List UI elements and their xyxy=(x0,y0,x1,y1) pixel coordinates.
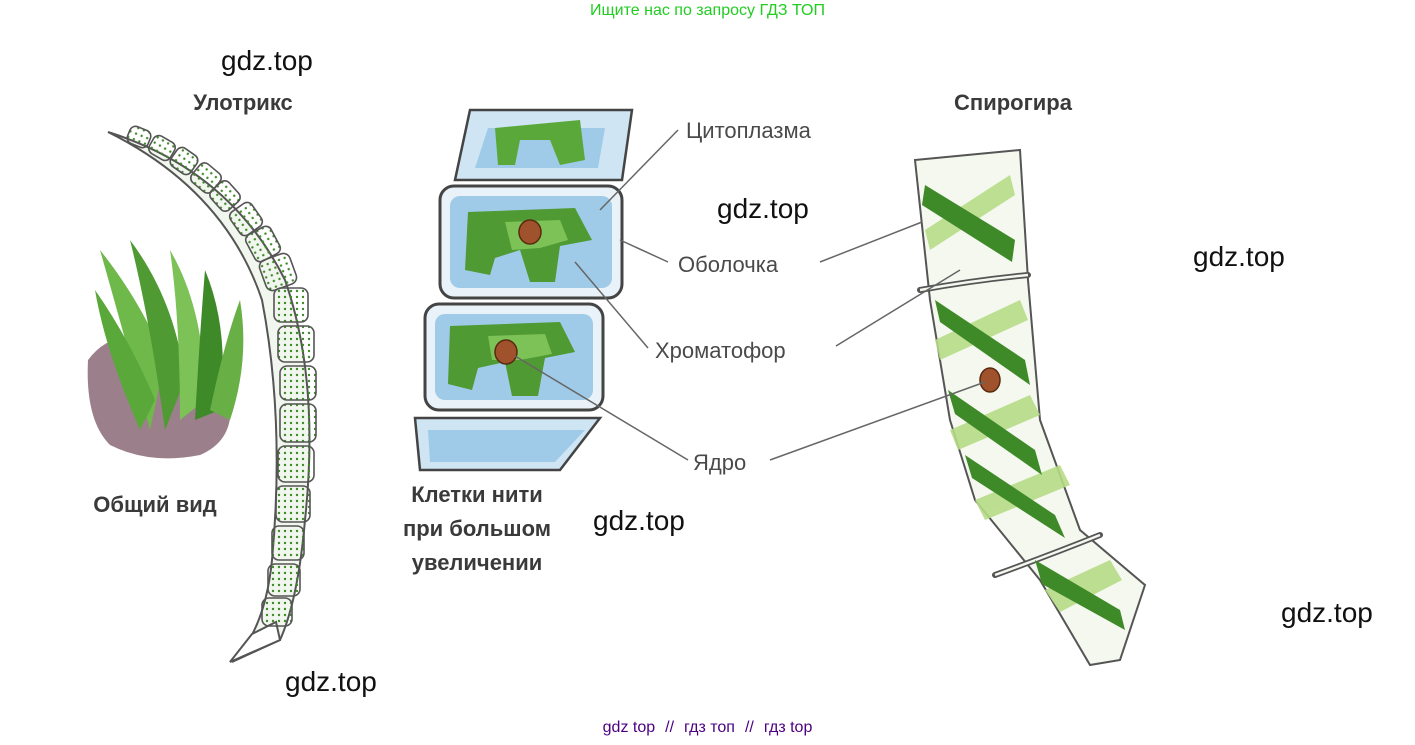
label-cells-line3: увеличении xyxy=(412,550,543,575)
label-general-view: Общий вид xyxy=(93,492,216,517)
label-nucleus: Ядро xyxy=(693,450,746,475)
footer-item-2: гдз топ xyxy=(684,719,735,736)
leader-chromatophore-left xyxy=(574,261,649,349)
footer-item-1: gdz top xyxy=(602,719,656,736)
watermark: gdz.top xyxy=(1193,241,1285,272)
footer: gdz top // гдз топ // гдз top xyxy=(0,719,1415,737)
watermark: gdz.top xyxy=(221,45,313,76)
leader-chromatophore-right xyxy=(835,269,961,347)
label-chromatophore: Хроматофор xyxy=(655,338,786,363)
label-cells-line2: при большом xyxy=(403,516,551,541)
label-ulothrix: Улотрикс xyxy=(193,90,293,115)
watermark: gdz.top xyxy=(285,666,377,697)
watermark: gdz.top xyxy=(593,505,685,536)
footer-separator: // xyxy=(665,719,675,736)
top-banner: Ищите нас по запросу ГДЗ ТОП xyxy=(590,2,825,19)
leader-nucleus-left xyxy=(514,355,689,461)
footer-separator: // xyxy=(744,719,754,736)
label-membrane: Оболочка xyxy=(678,252,779,277)
leader-cytoplasm xyxy=(599,129,679,211)
label-spirogyra: Спирогира xyxy=(954,90,1073,115)
footer-item-3: гдз top xyxy=(763,719,813,736)
spirogyra-illustration xyxy=(913,148,1147,667)
ulothrix-filament-illustration xyxy=(107,125,317,663)
leader-membrane-right xyxy=(819,221,923,263)
watermark: gdz.top xyxy=(1281,597,1373,628)
watermark: gdz.top xyxy=(717,193,809,224)
label-cells-line1: Клетки нити xyxy=(411,482,543,507)
leader-membrane-left xyxy=(619,239,669,263)
magnified-cells-illustration xyxy=(413,108,634,472)
leader-nucleus-right xyxy=(769,381,986,461)
leader-lines xyxy=(514,129,986,461)
label-cytoplasm: Цитоплазма xyxy=(686,118,812,143)
ulothrix-general-view-illustration xyxy=(87,240,244,459)
